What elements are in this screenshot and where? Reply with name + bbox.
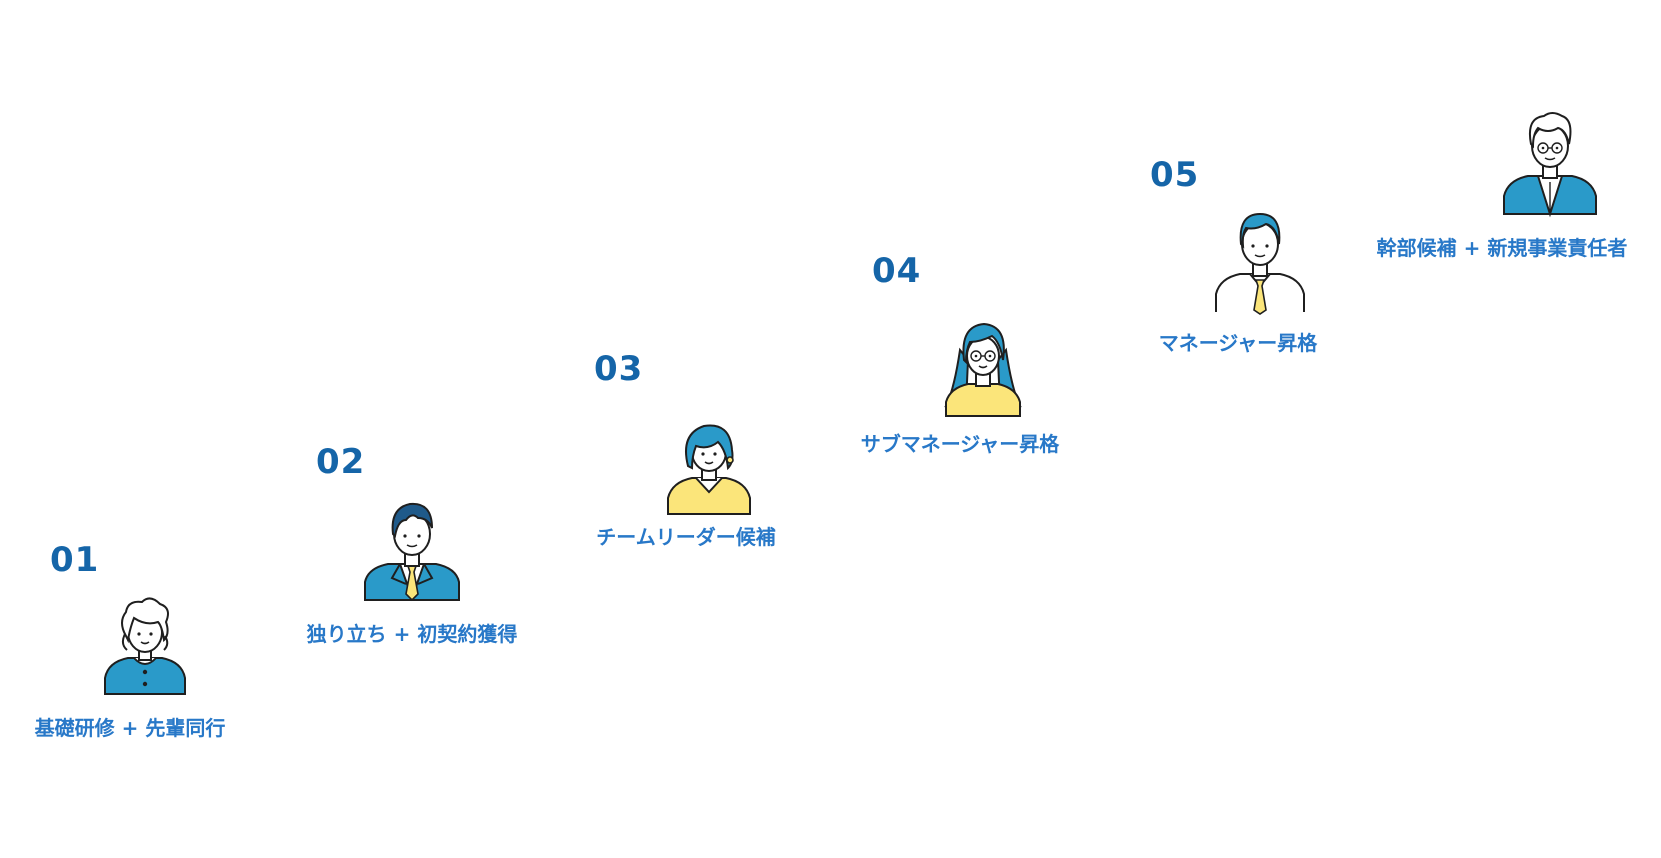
step-label: 基礎研修 + 先輩同行 — [34, 716, 226, 740]
step-label: 幹部候補 + 新規事業責任者 — [1376, 236, 1628, 260]
step-number: 01 — [50, 540, 100, 580]
step-number: 04 — [872, 251, 922, 291]
person-bob-hair-yellow-top-icon — [664, 420, 754, 516]
person-suit-yellow-tie-icon — [362, 498, 462, 602]
person-curly-hair-blue-cardigan-icon — [100, 596, 190, 696]
step-number: 05 — [1150, 155, 1200, 195]
step-label: チームリーダー候補 — [596, 525, 776, 549]
step-label: 独り立ち + 初契約獲得 — [306, 622, 518, 646]
step-label: サブマネージャー昇格 — [860, 432, 1060, 456]
person-shirt-yellow-tie-icon — [1210, 210, 1310, 315]
step-number: 03 — [594, 349, 644, 389]
step-number: 02 — [316, 442, 366, 482]
person-executive-glasses-icon — [1500, 112, 1600, 218]
step-label: マネージャー昇格 — [1158, 331, 1318, 355]
person-long-hair-glasses-icon — [940, 320, 1026, 418]
